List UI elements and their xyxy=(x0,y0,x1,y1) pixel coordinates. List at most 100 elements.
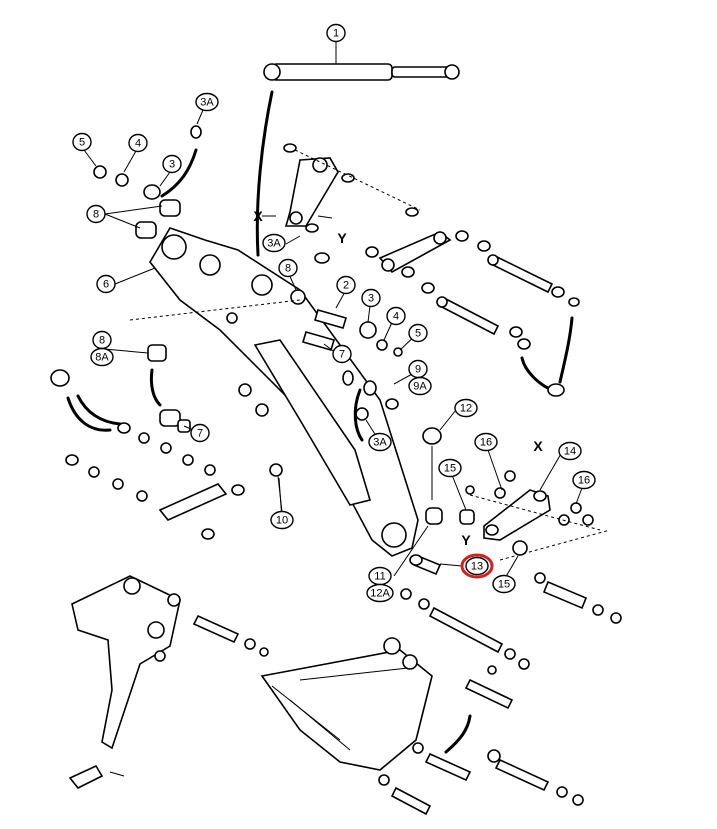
callout-number: 3A xyxy=(200,97,214,109)
callout-c4-left: 4 xyxy=(128,133,148,153)
ripper-attachment xyxy=(68,575,269,790)
callout-number: 11 xyxy=(374,571,385,583)
callout-number: 8 xyxy=(93,209,99,221)
callout-number: 3 xyxy=(368,293,374,305)
callout-c3a-low: 3A xyxy=(368,432,392,452)
callout-c15-bottom: 15 xyxy=(492,574,516,594)
callout-number: 8A xyxy=(95,352,109,364)
callout-bubble xyxy=(336,275,356,295)
callout-number: 15 xyxy=(444,463,456,475)
callout-c16-right: 16 xyxy=(572,470,596,490)
callout-c3a-top: 3A xyxy=(195,92,219,112)
callout-number: 1 xyxy=(333,28,339,40)
callout-number: 5 xyxy=(415,328,421,340)
callout-bubble xyxy=(326,23,346,43)
callout-number: 3A xyxy=(267,238,281,250)
boom-arm xyxy=(149,227,419,557)
callout-c13: 13 xyxy=(460,553,494,579)
callout-bubble xyxy=(162,154,182,174)
callout-number: 15 xyxy=(498,579,510,591)
callout-bubble xyxy=(190,423,210,443)
reference-markers: X Y X Y xyxy=(253,208,543,548)
callout-c8-mid: 8 xyxy=(278,258,298,278)
callout-c5-mid: 5 xyxy=(408,323,428,343)
callout-bubble xyxy=(96,274,116,294)
pins-lower-right xyxy=(378,572,622,816)
bucket xyxy=(260,637,433,771)
callout-c14: 14 xyxy=(558,441,582,461)
callout-number: 9 xyxy=(415,364,421,376)
callout-number: 13 xyxy=(471,561,483,573)
callout-labels: 1 3A 5 4 3 8 6 3A 8 2 3 4 5 7 8 8A 9 9A 7 12 3A 16 14 15 16 10 11 1… xyxy=(72,23,596,603)
callout-bubble xyxy=(454,398,478,418)
bucket-link-assembly xyxy=(409,427,611,576)
callout-number: 3A xyxy=(373,437,387,449)
callout-bubble xyxy=(86,204,106,224)
callout-number: 8 xyxy=(99,335,105,347)
callout-bubble xyxy=(278,258,298,278)
callout-bubble xyxy=(492,574,516,594)
callout-bubble xyxy=(128,133,148,153)
callout-number: 4 xyxy=(393,311,399,323)
callout-number: 3 xyxy=(169,159,175,171)
callout-bubble xyxy=(438,458,462,478)
callout-c3a-mid: 3A xyxy=(262,233,286,253)
marker-x-left: X xyxy=(253,208,263,224)
callout-c5-left: 5 xyxy=(72,132,92,152)
callout-c7-lower: 7 xyxy=(190,423,210,443)
callout-bubble xyxy=(408,323,428,343)
callout-number: 16 xyxy=(578,475,590,487)
callout-c7-upper: 7 xyxy=(332,344,352,364)
callout-c8a: 8A xyxy=(90,347,114,367)
callout-bubble xyxy=(195,92,219,112)
marker-x-right: X xyxy=(533,438,543,454)
callout-bubble xyxy=(262,233,286,253)
callout-number: 7 xyxy=(339,349,345,361)
callout-number: 5 xyxy=(79,137,85,149)
callout-number: 9A xyxy=(413,381,427,393)
callout-bubble xyxy=(465,556,489,576)
callout-bubble xyxy=(572,470,596,490)
callout-number: 12A xyxy=(370,588,390,600)
callout-number: 2 xyxy=(343,280,349,292)
leader-lines xyxy=(83,109,586,581)
callout-c4-mid: 4 xyxy=(386,306,406,326)
callout-c12a: 12A xyxy=(366,583,394,603)
callout-number: 6 xyxy=(103,279,109,291)
callout-bubble xyxy=(332,344,352,364)
callout-bubble xyxy=(90,347,114,367)
callout-number: 16 xyxy=(480,437,492,449)
upper-link-assembly xyxy=(283,143,491,294)
callout-number: 4 xyxy=(135,138,141,150)
callout-c2: 2 xyxy=(336,275,356,295)
callout-c8-lower: 8 xyxy=(92,330,112,350)
hydraulic-cylinder xyxy=(255,40,460,257)
callout-c9a: 9A xyxy=(408,376,432,396)
callout-bubble xyxy=(368,432,392,452)
callout-c15-top: 15 xyxy=(438,458,462,478)
callout-number: 10 xyxy=(276,515,288,527)
callout-bubble xyxy=(408,376,432,396)
callout-c3-mid: 3 xyxy=(361,288,381,308)
callout-c12: 12 xyxy=(454,398,478,418)
callout-c10: 10 xyxy=(270,510,294,530)
callout-bubble xyxy=(474,432,498,452)
callout-number: 7 xyxy=(197,428,203,440)
callout-bubble xyxy=(558,441,582,461)
callout-number: 8 xyxy=(285,263,291,275)
callout-number: 12 xyxy=(460,403,472,415)
callout-c9: 9 xyxy=(408,359,428,379)
callout-bubble xyxy=(361,288,381,308)
callout-bubble xyxy=(386,306,406,326)
callout-c3-left: 3 xyxy=(162,154,182,174)
callout-number: 14 xyxy=(564,446,576,458)
callout-c8-top: 8 xyxy=(86,204,106,224)
callout-bubble xyxy=(72,132,92,152)
callout-c16-left: 16 xyxy=(474,432,498,452)
callout-bubble xyxy=(270,510,294,530)
marker-y-top: Y xyxy=(337,230,347,246)
highlight-ring xyxy=(460,553,494,579)
callout-c11: 11 xyxy=(368,566,392,586)
